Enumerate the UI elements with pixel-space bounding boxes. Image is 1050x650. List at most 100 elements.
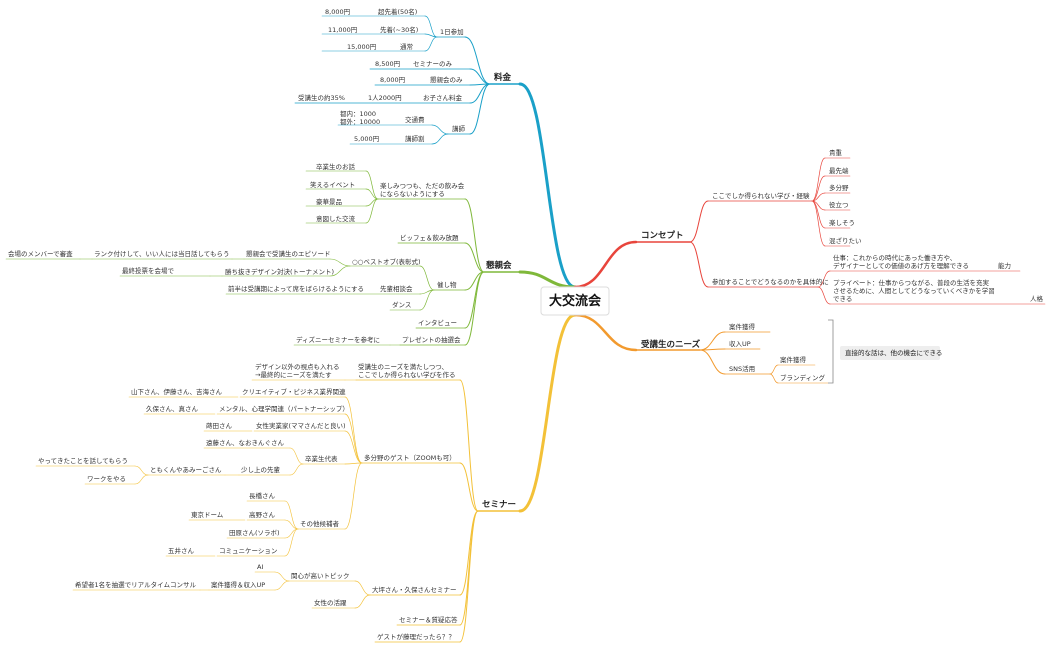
branch-fee[interactable]: 料金 xyxy=(494,72,512,83)
fee-kids-label[interactable]: お子さん料金 xyxy=(423,93,463,102)
seminar-o4-who[interactable]: 五井さん xyxy=(168,546,195,555)
party-fun-2[interactable]: にならないようにする xyxy=(380,190,445,198)
seminar-jobs-note[interactable]: 希望者1名を抽選でリアルタイムコンサル xyxy=(75,580,196,589)
branch-needs[interactable]: 受講生のニーズ xyxy=(641,339,701,350)
seminar-topic[interactable]: 関心が高いトピック xyxy=(291,571,350,580)
party-fun-item-4[interactable]: 意図した交流 xyxy=(316,214,356,223)
party-interview[interactable]: インタビュー xyxy=(418,318,457,327)
branch-seminar[interactable]: セミナー xyxy=(482,500,516,510)
needs-sns-1[interactable]: 案件獲得 xyxy=(780,355,807,364)
seminar-seniors[interactable]: 少し上の先輩 xyxy=(241,465,281,474)
concept-private-1[interactable]: プライベート：仕事からつながる、普段の生活を充実 xyxy=(833,278,990,287)
seminar-mental[interactable]: メンタル、心理学関連（パートナーシップ） xyxy=(219,404,349,413)
seminar-otsubo[interactable]: 大坪さん・久保さんセミナー xyxy=(372,585,457,594)
needs-sns-2[interactable]: ブランディング xyxy=(780,373,826,382)
concept-private-tag[interactable]: 人格 xyxy=(1030,294,1044,303)
concept-tag-2[interactable]: 最先端 xyxy=(829,166,849,175)
concept-tag-4[interactable]: 役立つ xyxy=(829,200,849,209)
party-buffet[interactable]: ビッフェ＆飲み放題 xyxy=(400,233,459,242)
fee-transport-out[interactable]: 都外：10000 xyxy=(340,117,380,126)
seminar-seniors-who[interactable]: ともくんやあみーごさん xyxy=(150,465,222,474)
fee-cond-3[interactable]: 通常 xyxy=(400,42,413,51)
concept-work-1[interactable]: 仕事：これからの時代にあった働き方や、 xyxy=(833,253,956,262)
seminar-theme-2[interactable]: ここでしか得られない学びを作る xyxy=(358,370,456,379)
party-tournament-vote[interactable]: 最終投票を会場で xyxy=(122,266,175,275)
seminar-o2[interactable]: 高野さん xyxy=(249,510,276,519)
seminar-guest-q[interactable]: ゲストが藤理だったら？？ xyxy=(377,632,455,641)
seminar-mental-who[interactable]: 久保さん、真さん xyxy=(146,404,199,413)
fee-kids-note[interactable]: 受講生の約35% xyxy=(298,93,345,102)
seminar-women[interactable]: 女性実業家(ママさんだと良い) xyxy=(256,421,346,430)
seminar-o3[interactable]: 田原さん(ソラボ) xyxy=(229,529,280,537)
party-senior[interactable]: 先輩相談会 xyxy=(380,284,413,293)
party-present[interactable]: プレゼントの抽選会 xyxy=(402,335,461,344)
party-best-of[interactable]: ○○ベストオブ(表彰式) xyxy=(352,257,421,266)
seminar-guests[interactable]: 多分野のゲスト（ZOOMも可） xyxy=(364,453,456,462)
concept-tag-5[interactable]: 楽しそう xyxy=(829,218,855,227)
seminar-seniors-b[interactable]: ワークをやる xyxy=(87,475,126,483)
seminar-qa[interactable]: セミナー＆質疑応答 xyxy=(399,615,458,624)
party-fun-item-2[interactable]: 笑えるイベント xyxy=(310,180,355,189)
seminar-grads[interactable]: 卒業生代表 xyxy=(305,454,338,463)
concept-tag-6[interactable]: 混ざりたい xyxy=(829,236,862,245)
party-tournament[interactable]: 勝ち抜きデザイン対決(トーナメント) xyxy=(225,267,334,276)
fee-price-3[interactable]: 15,000円 xyxy=(347,43,376,51)
fee-cond-1[interactable]: 超先着(50名) xyxy=(378,7,417,16)
concept-private-3[interactable]: できる xyxy=(833,295,852,303)
seminar-o4[interactable]: コミュニケーション xyxy=(219,547,277,555)
concept-tag-3[interactable]: 多分野 xyxy=(829,183,849,192)
concept-work-tag[interactable]: 能力 xyxy=(998,261,1011,270)
needs-item-1[interactable]: 案件獲得 xyxy=(729,322,756,331)
fee-speaker-price[interactable]: 5,000円 xyxy=(354,135,379,143)
fee-speaker-cond[interactable]: 講師割 xyxy=(405,134,425,143)
fee-transport-in[interactable]: 都内：1000 xyxy=(340,109,376,118)
party-fun-item-3[interactable]: 豪華景品 xyxy=(316,197,342,206)
fee-price-2[interactable]: 11,000円 xyxy=(328,26,357,34)
seminar-seniors-a[interactable]: やってきたことを話してもらう xyxy=(38,456,128,465)
seminar-women-active[interactable]: 女性の活躍 xyxy=(314,598,347,607)
fee-seminar-cond[interactable]: セミナーのみ xyxy=(413,60,453,68)
seminar-o2-note[interactable]: 東京ドーム xyxy=(191,510,224,519)
seminar-women-who[interactable]: 蒔田さん xyxy=(206,421,233,430)
party-episode-audience[interactable]: 会場のメンバーで審査 xyxy=(8,249,73,258)
seminar-jobs[interactable]: 案件獲得＆収入UP xyxy=(211,580,265,589)
seminar-others[interactable]: その他候補者 xyxy=(300,519,340,528)
concept-tag-1[interactable]: 貴重 xyxy=(829,148,843,157)
connector-line xyxy=(469,68,491,85)
seminar-theme-sub-1[interactable]: デザイン以外の視点も入れる xyxy=(255,362,340,371)
party-fun-item-1[interactable]: 卒業生のお話 xyxy=(316,162,356,171)
fee-seminar-price[interactable]: 8,500円 xyxy=(375,60,400,68)
fee-transport[interactable]: 交通費 xyxy=(405,115,425,124)
seminar-o1[interactable]: 長橋さん xyxy=(249,491,276,500)
fee-cond-2[interactable]: 先着(~30名) xyxy=(380,25,418,34)
fee-one-day[interactable]: 1日参加 xyxy=(440,27,464,36)
fee-speaker[interactable]: 講師 xyxy=(452,124,466,133)
seminar-theme-1[interactable]: 受講生のニーズを満たしつつ、 xyxy=(358,362,448,371)
fee-party-price[interactable]: 8,000円 xyxy=(380,76,405,84)
party-episode[interactable]: 懇親会で受講生のエピソード xyxy=(246,249,331,258)
party-events[interactable]: 催し物 xyxy=(437,280,457,289)
seminar-theme-sub-2[interactable]: →最終的にニーズを満たす xyxy=(255,370,332,379)
concept-only-here[interactable]: ここでしか得られない学び・経験 xyxy=(712,191,810,200)
concept-private-2[interactable]: させるために、人間としてどうなっていくべきかを学習 xyxy=(833,286,995,295)
branch-concept[interactable]: コンセプト xyxy=(641,230,684,241)
party-fun-1[interactable]: 楽しみつつも、ただの飲み会 xyxy=(380,181,465,190)
needs-item-3[interactable]: SNS活用 xyxy=(729,364,755,373)
fee-kids-value[interactable]: 1人2000円 xyxy=(368,94,402,102)
party-present-ref[interactable]: ディズニーセミナーを参考に xyxy=(296,335,380,344)
party-senior-detail[interactable]: 前半は受講期によって席をばらけるようにする xyxy=(228,284,364,293)
seminar-creative[interactable]: クリエイティブ・ビジネス業界関連 xyxy=(242,387,346,396)
party-dance[interactable]: ダンス xyxy=(392,300,411,309)
branch-party[interactable]: 懇親会 xyxy=(486,260,512,271)
central-topic[interactable]: 大交流会 xyxy=(549,293,602,309)
seminar-ai[interactable]: AI xyxy=(257,563,263,571)
concept-concrete[interactable]: 参加することでどうなるのかを具体的に xyxy=(712,277,829,286)
fee-party-cond[interactable]: 懇親会のみ xyxy=(430,75,463,84)
needs-item-2[interactable]: 収入UP xyxy=(729,340,751,348)
needs-note[interactable]: 直接的な話は、他の機会にできる xyxy=(845,348,942,357)
fee-price-1[interactable]: 8,000円 xyxy=(325,8,350,16)
seminar-grads-who[interactable]: 遠藤さん、なおきんぐさん xyxy=(206,438,285,447)
concept-work-2[interactable]: デザイナーとしての価値のあげ方を理解できる xyxy=(833,261,969,270)
seminar-creative-who[interactable]: 山下さん、伊藤さん、吉海さん xyxy=(131,387,223,396)
party-episode-detail[interactable]: ランク付けして、いい人には当日話してもらう xyxy=(94,249,229,258)
